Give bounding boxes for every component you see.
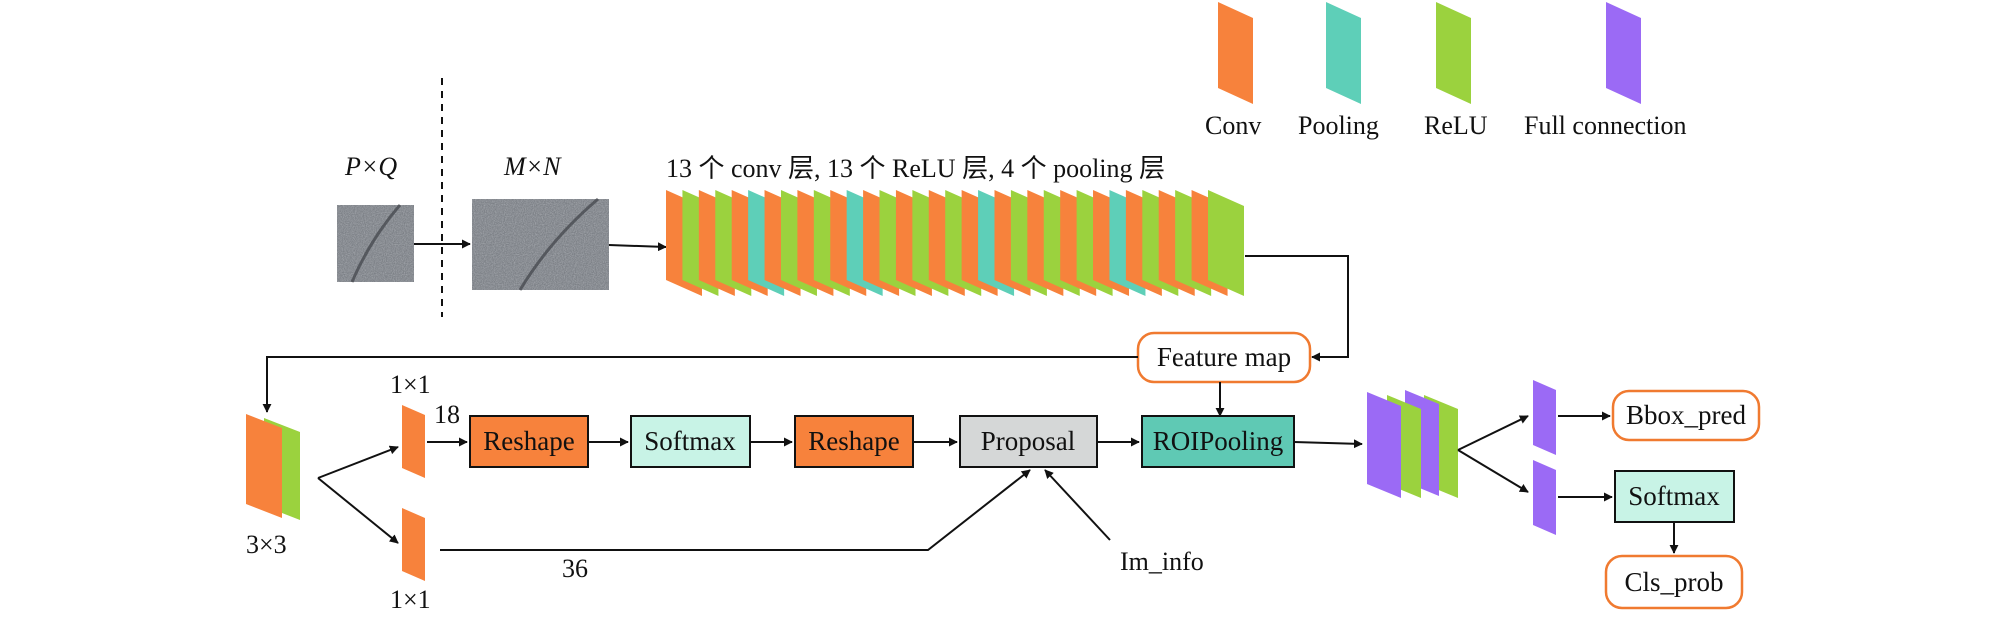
legend-label-relu: ReLU bbox=[1424, 111, 1488, 140]
legend-label-full-connection: Full connection bbox=[1524, 111, 1686, 140]
legend-swatch-pooling bbox=[1326, 2, 1361, 104]
arrow-roipooling-to-fc bbox=[1293, 439, 1363, 449]
arrow-feature-map-to-rpn bbox=[262, 356, 1138, 413]
legend-item-full-connection: Full connection bbox=[1524, 2, 1686, 140]
input-image-large bbox=[472, 197, 609, 291]
head-softmax-box: Softmax bbox=[1614, 470, 1735, 523]
arrow-backbone-to-feature-map bbox=[1245, 255, 1349, 362]
rpn-kernel-1x1-top-label: 1×1 bbox=[390, 370, 431, 399]
legend-item-conv: Conv bbox=[1205, 2, 1261, 140]
roipooling-box: ROIPooling bbox=[1141, 415, 1295, 468]
reshape-2-label: Reshape bbox=[808, 426, 899, 456]
legend: Conv Pooling ReLU Full connection bbox=[1205, 2, 1686, 140]
backbone-layer-relu bbox=[1208, 190, 1244, 296]
rpn-channels-36-label: 36 bbox=[562, 554, 588, 583]
input-size-pxq: P×Q bbox=[344, 152, 397, 181]
rpn-channels-18-label: 18 bbox=[434, 400, 460, 429]
im-info-label: Im_info bbox=[1120, 547, 1204, 576]
arrow-im-info-to-proposal bbox=[1044, 469, 1111, 541]
reshape-1-box: Reshape bbox=[469, 415, 589, 468]
backbone-caption: 13 个 conv 层, 13 个 ReLU 层, 4 个 pooling 层 bbox=[666, 154, 1165, 183]
reshape-1-label: Reshape bbox=[483, 426, 574, 456]
arrow-fc-to-cls-branch bbox=[1457, 449, 1529, 493]
rpn-kernel-3x3-label: 3×3 bbox=[246, 530, 287, 559]
feature-map-node: Feature map bbox=[1136, 331, 1312, 384]
input-image-small bbox=[337, 204, 414, 283]
arrow-to-backbone bbox=[608, 242, 667, 252]
legend-swatch-full-connection bbox=[1606, 2, 1641, 104]
legend-label-conv: Conv bbox=[1205, 111, 1261, 140]
bbox-pred-node: Bbox_pred bbox=[1611, 389, 1761, 442]
rpn-softmax-box: Softmax bbox=[630, 415, 751, 468]
rpn-kernel-1x1-bottom-label: 1×1 bbox=[390, 585, 431, 614]
feature-map-label: Feature map bbox=[1157, 342, 1291, 372]
input-size-mxn: M×N bbox=[503, 152, 562, 181]
proposal-label: Proposal bbox=[981, 426, 1076, 456]
backbone-layers bbox=[666, 190, 1244, 296]
legend-label-pooling: Pooling bbox=[1298, 111, 1379, 140]
rpn-conv-1x1-cls bbox=[402, 405, 425, 478]
legend-item-relu: ReLU bbox=[1424, 2, 1488, 140]
cls-prob-label: Cls_prob bbox=[1624, 567, 1723, 597]
roipooling-label: ROIPooling bbox=[1153, 426, 1284, 456]
legend-item-pooling: Pooling bbox=[1298, 2, 1379, 140]
arrow-fc-to-bbox-branch bbox=[1457, 415, 1529, 451]
fc-layers bbox=[1367, 390, 1458, 498]
cls-prob-node: Cls_prob bbox=[1604, 554, 1744, 610]
fc-bbox-layer bbox=[1533, 380, 1556, 455]
legend-swatch-conv bbox=[1218, 2, 1253, 104]
arrow-rpn-to-cls-branch bbox=[317, 445, 399, 479]
rpn-softmax-label: Softmax bbox=[644, 426, 736, 456]
head-softmax-label: Softmax bbox=[1628, 481, 1720, 511]
rpn-conv-3x3 bbox=[246, 414, 300, 520]
reshape-2-box: Reshape bbox=[794, 415, 914, 468]
arrow-reg-to-proposal bbox=[440, 469, 1031, 551]
rpn-conv-1x1-reg bbox=[402, 508, 425, 581]
proposal-box: Proposal bbox=[959, 415, 1098, 468]
arrow-rpn-to-reg-branch bbox=[317, 477, 399, 544]
fc-cls-layer bbox=[1533, 460, 1556, 535]
legend-swatch-relu bbox=[1436, 2, 1471, 104]
bbox-pred-label: Bbox_pred bbox=[1626, 400, 1746, 430]
